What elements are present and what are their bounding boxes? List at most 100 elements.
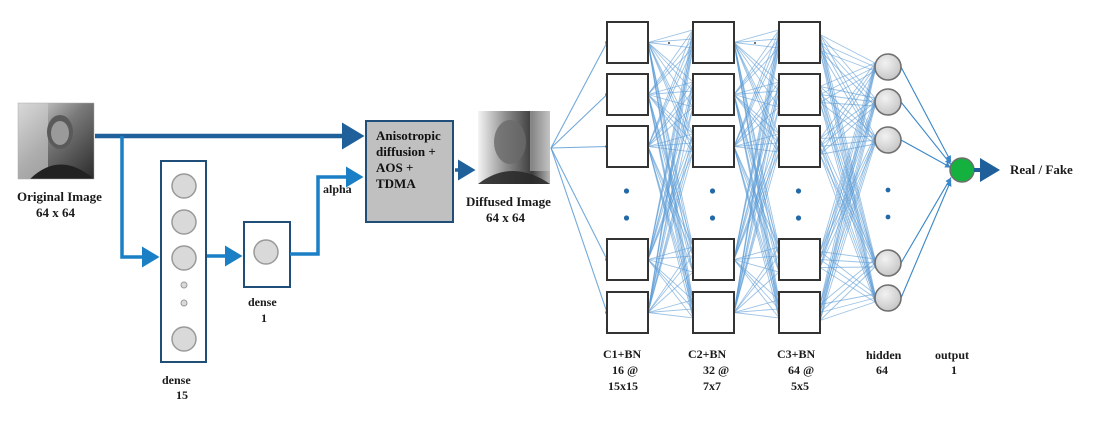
hidden-connection [819, 34, 876, 64]
ellipsis-dot [795, 188, 802, 194]
hidden-node [874, 284, 902, 312]
conv-connection [733, 107, 780, 313]
hidden-connection [819, 66, 876, 260]
ellipsis-dot [623, 188, 630, 194]
conv-connection [647, 106, 694, 147]
conv-connection [733, 42, 780, 49]
output-connection [900, 139, 952, 169]
dense15-layer [160, 160, 207, 363]
hidden-node [874, 53, 902, 81]
hidden-connection [819, 50, 876, 72]
feature-map-c1 [606, 291, 649, 334]
conv-connection [733, 90, 780, 313]
hidden-connection [819, 62, 876, 87]
output-connection [900, 180, 952, 299]
conv1-caption: C1+BN 16 @ 15x15 [603, 347, 642, 393]
conv-connection [647, 308, 694, 313]
conv-connection [647, 312, 694, 319]
hidden-connection [819, 97, 876, 252]
hidden-node [874, 126, 902, 154]
input-connection [550, 147, 608, 260]
dense1-layer [243, 221, 291, 288]
conv-connection [647, 246, 694, 260]
hidden-connection [819, 138, 876, 295]
ellipsis-dot [885, 187, 891, 193]
hidden-connection [819, 66, 876, 95]
conv-connection [733, 106, 780, 260]
stray-dot [668, 42, 670, 44]
hidden-connection [819, 62, 876, 305]
process-line-4: TDMA [376, 176, 416, 191]
dense15-size: 15 [176, 388, 188, 402]
hidden-connection [819, 86, 876, 99]
conv-connection [647, 259, 694, 273]
conv-connection [733, 94, 780, 108]
conv-connection [733, 90, 780, 147]
hidden-connection [819, 297, 876, 313]
input-connection [550, 42, 608, 149]
conv3-maps: 64 @ [788, 363, 814, 377]
dense1-size: 1 [261, 311, 267, 325]
conv-connection [733, 29, 780, 147]
conv-connection [647, 42, 694, 49]
hidden-connection [819, 143, 876, 321]
original-image [17, 102, 95, 180]
input-connection [550, 145, 608, 149]
diffused-image-label: Diffused Image [466, 194, 551, 209]
dense15-node [171, 326, 197, 352]
diffused-image [478, 111, 550, 184]
hidden-label: hidden [866, 348, 902, 362]
branch-arrow-to-dense15 [120, 136, 160, 268]
process-line-3: AOS + [376, 160, 413, 175]
conv-connection [647, 255, 694, 313]
hidden-node [874, 249, 902, 277]
output-node [949, 157, 975, 183]
conv-connection [733, 47, 780, 95]
dense1-label: dense [248, 295, 277, 309]
hidden-connection [819, 42, 876, 68]
result-label: Real / Fake [1010, 162, 1073, 177]
process-line-1: Anisotropic [376, 128, 441, 143]
conv-connection [647, 29, 694, 147]
conv-connection [733, 47, 780, 313]
output-connection [900, 66, 952, 163]
conv-connection [647, 47, 694, 147]
hidden-connection [819, 86, 876, 260]
hidden-connection [819, 135, 876, 305]
original-image-label: Original Image [17, 189, 102, 204]
output-connection [900, 177, 952, 264]
hidden-connection [819, 94, 876, 103]
conv-connection [733, 106, 780, 147]
feature-map-c1 [606, 238, 649, 281]
dense15-node [171, 209, 197, 235]
conv-connection [647, 255, 694, 260]
hidden-connection [819, 42, 876, 103]
alpha-arrow [290, 166, 364, 256]
hidden-connection [819, 293, 876, 305]
conv-connection [647, 107, 694, 313]
output-label: output [935, 348, 969, 362]
hidden-connection [819, 139, 876, 313]
conv-connection [733, 151, 780, 313]
feature-map-c2 [692, 73, 735, 116]
hidden-connection [819, 266, 876, 321]
conv-connection [647, 133, 694, 147]
hidden-connection [819, 34, 876, 99]
hidden-connection [819, 50, 876, 107]
feature-map-c3 [778, 238, 821, 281]
input-connection [550, 147, 608, 313]
hidden-connection [819, 66, 876, 147]
hidden-connection [819, 154, 876, 303]
connection-lines [550, 29, 952, 321]
ellipsis-dot [795, 215, 802, 221]
conv2-name: C2+BN [688, 347, 727, 361]
feature-map-c2 [692, 291, 735, 334]
conv-connection [733, 255, 780, 313]
conv-connection [647, 29, 694, 95]
conv1-maps: 16 @ [612, 363, 638, 377]
ellipsis-dot [623, 215, 630, 221]
conv-connection [647, 90, 694, 313]
conv2-maps: 32 @ [703, 363, 729, 377]
conv-connection [647, 90, 694, 147]
